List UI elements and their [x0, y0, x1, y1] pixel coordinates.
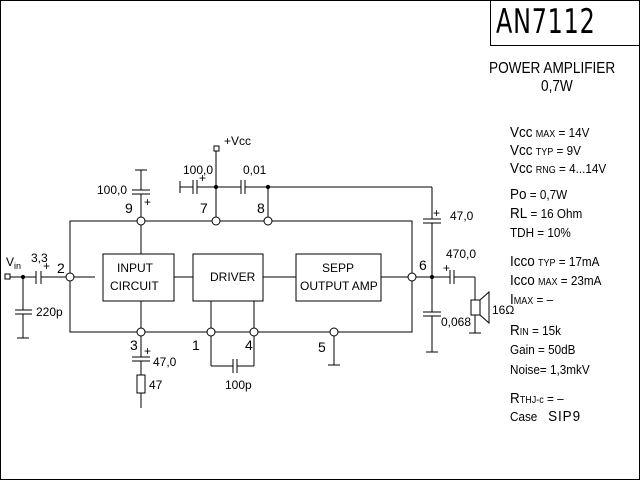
c-pin8-label: 0,01 — [243, 163, 267, 177]
pin-6 — [407, 272, 417, 282]
c-pin9-plus: + — [144, 195, 151, 209]
pin-label-2: 2 — [57, 260, 65, 276]
subtitle-function: POWER AMPLIFIER — [489, 60, 616, 77]
spec-vcc-typ: Vcc TYP = 9V — [510, 142, 581, 159]
spec-icco-typ: Icco TYP = 17mA — [510, 253, 600, 270]
spec-rl: RL = 16 Ohm — [510, 205, 583, 222]
block-input-circuit — [102, 253, 175, 302]
block-input-label-2: CIRCUIT — [110, 279, 159, 293]
pin-7 — [211, 216, 221, 226]
spec-rthj: RTHJ-c = – — [510, 390, 564, 407]
speaker-cone — [479, 290, 490, 325]
block-driver-label: DRIVER — [210, 270, 256, 284]
c-out-label: 470,0 — [446, 247, 476, 261]
spec-rin: RIN = 15k — [510, 322, 561, 339]
pin-8 — [263, 216, 273, 226]
pin-3 — [136, 327, 146, 337]
c-boot-label: 47,0 — [450, 209, 474, 223]
c-boot-plus: + — [433, 206, 440, 220]
spec-noise: Noise= 1,3mkV — [510, 362, 590, 377]
c-pin3-plus: + — [144, 344, 151, 358]
vin-terminal — [4, 273, 11, 280]
pin-label-3: 3 — [130, 337, 138, 353]
spec-gain: Gain = 50dB — [510, 342, 576, 357]
pin-label-4: 4 — [245, 337, 253, 353]
block-sepp-label-2: OUTPUT AMP — [300, 279, 378, 293]
spec-vcc-max: Vcc MAX = 14V — [510, 124, 590, 141]
c-input-label: 3,3 — [31, 251, 48, 265]
pin-label-1: 1 — [192, 337, 200, 353]
block-sepp-label-1: SEPP — [322, 261, 354, 275]
block-input-label-1: INPUT — [117, 261, 154, 275]
c-filter-label: 220p — [36, 305, 63, 319]
pin-label-5: 5 — [318, 339, 326, 355]
c-zobel-label: 0,068 — [441, 315, 471, 329]
pin-label-6: 6 — [419, 257, 427, 273]
spec-tdh: TDH = 10% — [510, 225, 571, 240]
pin-1 — [206, 327, 216, 337]
vcc-terminal — [213, 145, 220, 152]
spec-vcc-rng: Vcc RNG = 4...14V — [510, 160, 607, 177]
pin-label-9: 9 — [125, 200, 133, 216]
resistor-47 — [136, 374, 146, 394]
vin-label: Vin — [6, 255, 21, 271]
speaker-icon — [470, 299, 481, 316]
pin-4 — [249, 327, 259, 337]
c-pin9-label: 100,0 — [97, 183, 127, 197]
subtitle-power: 0,7W — [541, 78, 573, 95]
c-input-plus: + — [43, 259, 50, 273]
c-pin7-plus: + — [199, 171, 206, 185]
c-pin7-label: 100,0 — [183, 163, 213, 177]
spec-po: Po = 0,7W — [510, 186, 568, 203]
part-number-title: AN7112 — [496, 2, 596, 42]
speaker-label: 16Ω — [492, 303, 514, 317]
pin-5 — [329, 327, 339, 337]
r-pin3-label: 47 — [149, 378, 163, 392]
junction — [429, 274, 435, 280]
c-pin14-label: 100p — [225, 378, 252, 392]
spec-imax: IMAX = – — [510, 291, 554, 308]
pin-label-8: 8 — [257, 200, 265, 216]
spec-icco-max: Icco MAX = 23mA — [510, 272, 602, 289]
pin-label-7: 7 — [200, 200, 208, 216]
pin-9 — [136, 216, 146, 226]
vcc-label: +Vcc — [224, 134, 251, 148]
c-pin3-label: 47,0 — [153, 355, 177, 369]
c-out-plus: + — [443, 261, 450, 275]
title-box — [490, 0, 639, 46]
pin-2 — [65, 272, 75, 282]
